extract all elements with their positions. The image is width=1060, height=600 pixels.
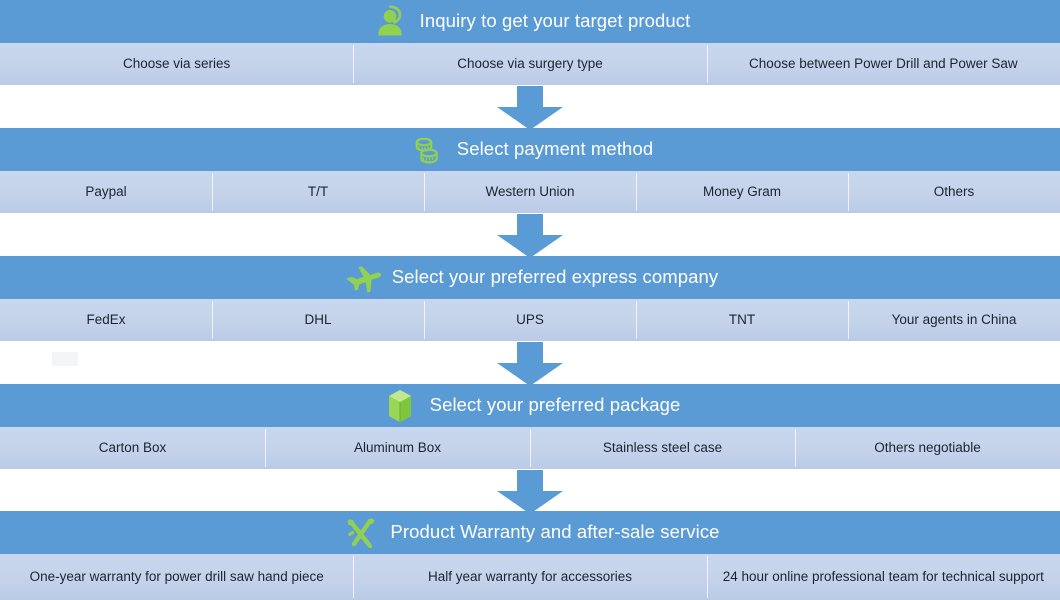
section-package: Select your preferred package Carton Box… xyxy=(0,384,1060,469)
option-express-fedex[interactable]: FedEx xyxy=(86,312,126,328)
arrow-payment-to-express xyxy=(497,214,563,258)
option-payment-tt[interactable]: T/T xyxy=(212,171,424,213)
section-title-package: Select your preferred package xyxy=(429,394,681,416)
section-header-inquiry: Inquiry to get your target product xyxy=(0,0,1060,43)
airplane-icon xyxy=(342,258,382,298)
option-row-inquiry: Choose via series Choose via surgery typ… xyxy=(0,43,1060,85)
option-express-dhl[interactable]: DHL xyxy=(212,299,424,341)
option-row-payment: Paypal T/T Western Union Money Gram Othe… xyxy=(0,171,1060,213)
section-title-inquiry: Inquiry to get your target product xyxy=(419,10,691,32)
option-package-carton-box[interactable]: Carton Box xyxy=(98,440,167,456)
option-payment-paypal[interactable]: Paypal xyxy=(85,184,127,200)
option-warranty-24h-support[interactable]: 24 hour online professional team for tec… xyxy=(706,554,1060,600)
option-express-tnt[interactable]: TNT xyxy=(636,299,848,341)
coin-stack-icon xyxy=(407,130,447,170)
option-package-stainless-steel-case[interactable]: Stainless steel case xyxy=(530,427,795,469)
section-title-warranty: Product Warranty and after-sale service xyxy=(390,521,720,543)
option-warranty-hand-piece[interactable]: One-year warranty for power drill saw ha… xyxy=(29,569,324,585)
option-payment-others[interactable]: Others xyxy=(848,171,1060,213)
option-payment-money-gram[interactable]: Money Gram xyxy=(636,171,848,213)
option-package-others-negotiable[interactable]: Others negotiable xyxy=(795,427,1060,469)
option-warranty-accessories[interactable]: Half year warranty for accessories xyxy=(353,554,706,600)
section-inquiry: Inquiry to get your target product Choos… xyxy=(0,0,1060,85)
arrow-package-to-warranty xyxy=(497,470,563,514)
section-header-payment: Select payment method xyxy=(0,128,1060,171)
option-row-express: FedEx DHL UPS TNT Your agents in China xyxy=(0,299,1060,341)
option-express-ups[interactable]: UPS xyxy=(424,299,636,341)
customer-service-agent-icon xyxy=(370,2,410,42)
option-express-agents-in-china[interactable]: Your agents in China xyxy=(848,299,1060,341)
option-inquiry-drill-or-saw[interactable]: Choose between Power Drill and Power Saw xyxy=(706,43,1060,85)
section-header-warranty: Product Warranty and after-sale service xyxy=(0,511,1060,554)
background-artifact xyxy=(52,352,78,366)
option-payment-western-union[interactable]: Western Union xyxy=(424,171,636,213)
arrow-express-to-package xyxy=(497,342,563,386)
arrow-inquiry-to-payment xyxy=(497,86,563,130)
section-warranty: Product Warranty and after-sale service … xyxy=(0,511,1060,600)
option-row-warranty: One-year warranty for power drill saw ha… xyxy=(0,554,1060,600)
option-row-package: Carton Box Aluminum Box Stainless steel … xyxy=(0,427,1060,469)
package-box-icon xyxy=(380,386,420,426)
section-express: Select your preferred express company Fe… xyxy=(0,256,1060,341)
option-inquiry-surgery-type[interactable]: Choose via surgery type xyxy=(353,43,706,85)
option-inquiry-series[interactable]: Choose via series xyxy=(123,56,231,72)
tools-wrench-screwdriver-icon xyxy=(340,513,380,553)
section-title-payment: Select payment method xyxy=(456,138,654,160)
section-title-express: Select your preferred express company xyxy=(391,266,719,288)
section-header-express: Select your preferred express company xyxy=(0,256,1060,299)
option-package-aluminum-box[interactable]: Aluminum Box xyxy=(265,427,530,469)
section-payment: Select payment method Paypal T/T Western… xyxy=(0,128,1060,213)
section-header-package: Select your preferred package xyxy=(0,384,1060,427)
